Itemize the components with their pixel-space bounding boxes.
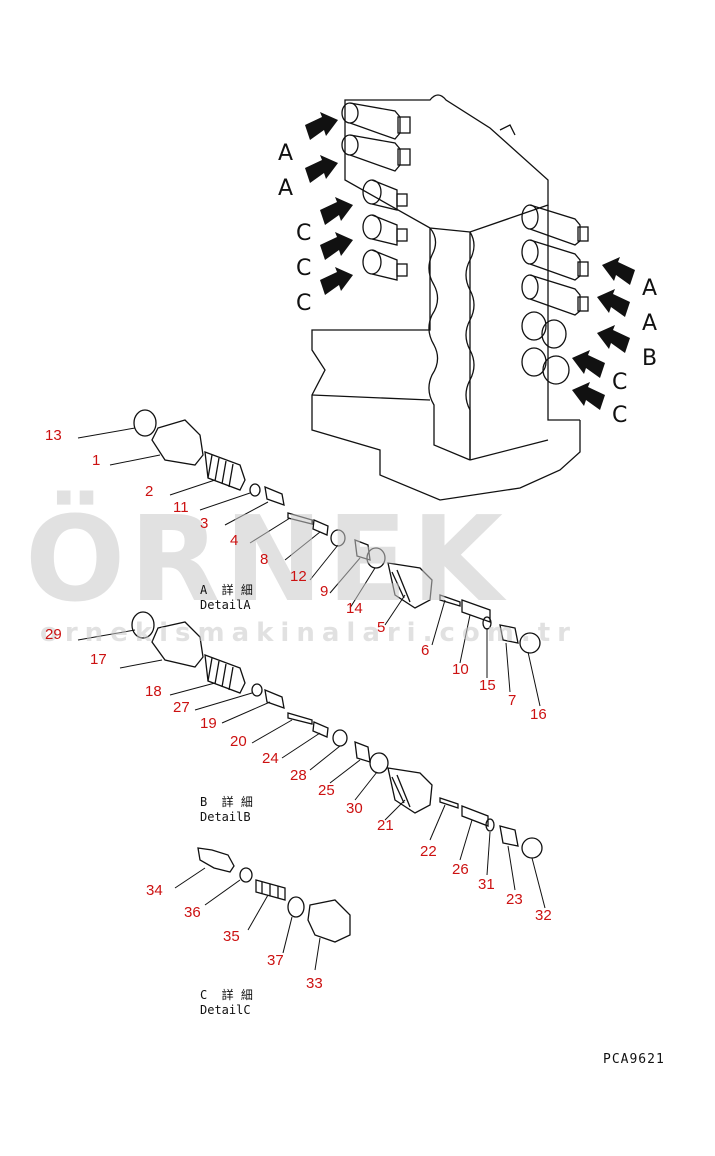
valve-body xyxy=(311,94,581,501)
callout: 34 xyxy=(146,882,163,899)
callout: 25 xyxy=(318,782,335,799)
leader-lines xyxy=(77,427,546,971)
callout: 35 xyxy=(223,928,240,945)
view-letter: C xyxy=(296,256,312,281)
callout: 23 xyxy=(506,891,523,908)
view-letter: C xyxy=(296,221,312,246)
view-arrows-right xyxy=(572,257,635,410)
detail-b-label: B 詳 細 DetailB xyxy=(200,795,253,824)
callout: 21 xyxy=(377,817,394,834)
callout: 16 xyxy=(530,706,547,723)
view-letter: B xyxy=(642,346,658,371)
callout: 8 xyxy=(260,551,269,568)
detail-a-label: A 詳 細 DetailA xyxy=(200,583,253,612)
watermark-brand: ÖRNEK xyxy=(25,490,507,628)
callout: 6 xyxy=(421,642,430,659)
view-letter: A xyxy=(642,276,658,301)
callout: 30 xyxy=(346,800,363,817)
detail-a-parts xyxy=(133,409,541,654)
callout: 32 xyxy=(535,907,552,924)
detail-c-parts xyxy=(197,847,351,943)
callout: 37 xyxy=(267,952,284,969)
callout: 11 xyxy=(173,499,189,516)
callout: 18 xyxy=(145,683,162,700)
callout: 29 xyxy=(45,626,62,643)
callout: 26 xyxy=(452,861,469,878)
callout: 2 xyxy=(145,483,154,500)
right-spools xyxy=(521,204,589,385)
watermark-site: ornekismakinalari.com.tr xyxy=(40,618,577,648)
callout: 12 xyxy=(290,568,307,585)
callout: 27 xyxy=(173,699,190,716)
view-arrows-left xyxy=(305,112,353,295)
view-letter: A xyxy=(642,311,658,336)
callout: 24 xyxy=(262,750,279,767)
callout: 1 xyxy=(92,452,101,469)
view-letter: C xyxy=(296,291,312,316)
callout: 10 xyxy=(452,661,469,678)
callout: 14 xyxy=(346,600,363,617)
callout: 36 xyxy=(184,904,201,921)
callout: 20 xyxy=(230,733,247,750)
detail-c-label: C 詳 細 DetailC xyxy=(200,988,253,1017)
callout: 7 xyxy=(508,692,517,709)
callout: 5 xyxy=(377,619,386,636)
view-letter: C xyxy=(612,370,628,395)
view-letter: A xyxy=(278,176,294,201)
drawing-code: PCA9621 xyxy=(603,1052,665,1067)
callout: 19 xyxy=(200,715,217,732)
callout: 17 xyxy=(90,651,107,668)
callout: 4 xyxy=(230,532,239,549)
callout: 31 xyxy=(478,876,495,893)
callout: 13 xyxy=(45,427,62,444)
detail-b-parts xyxy=(131,611,543,859)
callout: 9 xyxy=(320,583,329,600)
view-letter: C xyxy=(612,403,628,428)
callout: 28 xyxy=(290,767,307,784)
callout: 22 xyxy=(420,843,437,860)
callout: 33 xyxy=(306,975,323,992)
callout: 15 xyxy=(479,677,496,694)
left-spools xyxy=(341,102,411,281)
view-letter: A xyxy=(278,141,294,166)
callout: 3 xyxy=(200,515,209,532)
